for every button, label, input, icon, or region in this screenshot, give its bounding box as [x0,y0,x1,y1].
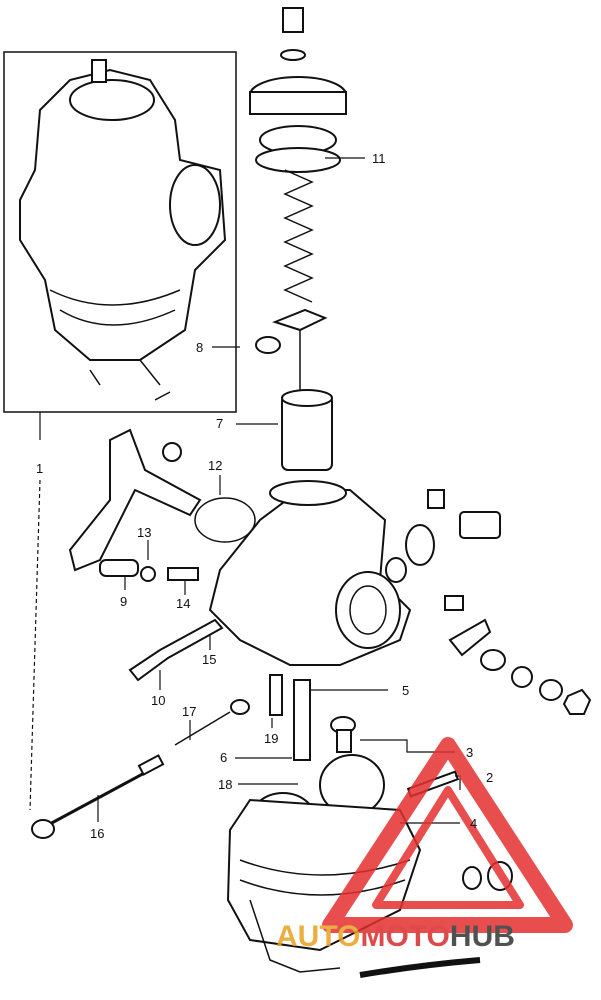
watermark-triangle-logo [322,737,573,933]
callout-15: 15 [202,652,216,667]
callout-8: 8 [196,340,203,355]
callout-2: 2 [486,770,493,785]
assembled-carburetor-inset [3,51,237,440]
svg-text:AUTOMOTOHUB: AUTOMOTOHUB [276,920,515,953]
callout-19: 19 [264,731,278,746]
part-callouts: 1 2 3 4 5 6 7 8 9 10 11 12 13 14 15 16 1… [36,151,493,841]
watermark-word-hub: HUB [450,920,515,953]
callout-12: 12 [208,458,222,473]
exploded-parts [31,7,592,978]
callout-11: 11 [372,151,386,166]
automotohub-watermark: AUTOMOTOHUB [276,737,573,953]
callout-5: 5 [402,683,409,698]
callout-4: 4 [470,816,477,831]
callout-7: 7 [216,416,223,431]
callout-10: 10 [151,693,165,708]
watermark-word-auto: AUTO [276,920,360,953]
callout-6: 6 [220,750,227,765]
callout-13: 13 [137,525,151,540]
callout-9: 9 [120,594,127,609]
watermark-word-moto: MOTO [360,920,449,953]
callout-3: 3 [466,745,473,760]
callout-14: 14 [176,596,190,611]
callout-18: 18 [218,777,232,792]
callout-16: 16 [90,826,104,841]
callout-1: 1 [36,461,43,476]
callout-17: 17 [182,704,196,719]
